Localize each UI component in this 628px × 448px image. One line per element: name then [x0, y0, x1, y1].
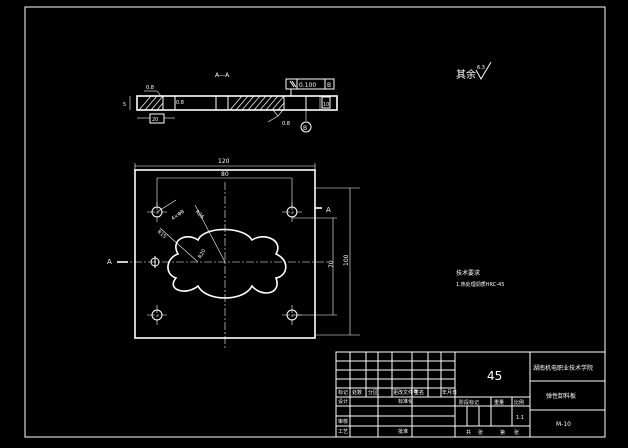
tb-review-label: 审核 — [338, 418, 348, 425]
central-opening — [167, 228, 287, 299]
section-hatch-right — [227, 95, 285, 111]
tb-stage-label: 阶段标记 — [459, 399, 479, 406]
tb-drawing-no: M-10 — [556, 421, 571, 428]
thickness-dim: 5 — [123, 102, 126, 108]
width-dim: 120 — [218, 158, 230, 165]
pin-hole-left — [150, 256, 160, 268]
rough-left: 0.8 — [146, 85, 154, 91]
height-dim: 100 — [343, 254, 350, 266]
drawing-border — [24, 6, 606, 438]
bolt-hole-br — [282, 305, 302, 325]
section-title: A—A — [215, 72, 230, 79]
tolerance-datum: B — [327, 82, 331, 89]
title-block: 标记 处数 分区 更改文件号 签名 年月日 设计 标准化 审核 工艺 批准 45… — [335, 351, 606, 438]
roughness-value: 6.3 — [477, 65, 485, 71]
roughness-label: 其余 — [456, 68, 476, 81]
section-height-dim: 10 — [323, 102, 329, 108]
tb-sheet-1: 张 — [478, 429, 483, 436]
hole-callout: 4×Φ8 — [170, 209, 185, 222]
section-view: A—A 0.8 5 — [123, 72, 338, 133]
tb-scale-label: 比例 — [514, 399, 524, 406]
general-roughness: 其余 6.3 — [456, 61, 492, 81]
inner-dim: 70 — [328, 260, 335, 268]
tb-sheet-3: 张 — [514, 429, 519, 436]
tb-approve-label: 批准 — [398, 428, 408, 435]
section-outline — [136, 95, 338, 111]
plan-view: 120 80 100 70 A A — [107, 158, 360, 348]
tb-design-label: 设计 — [338, 398, 348, 405]
tb-standard-label: 标准化 — [398, 398, 413, 405]
section-mark-left: A — [107, 258, 112, 266]
section-hatch-left — [136, 95, 164, 111]
tb-header-4: 签名 — [414, 389, 424, 396]
tb-header-1: 处数 — [352, 389, 362, 396]
hole-spacing-dim: 80 — [221, 171, 229, 178]
tb-material: 45 — [487, 369, 502, 383]
tolerance-frame: 0.100 B — [285, 78, 335, 96]
tb-header-5: 年月日 — [442, 389, 457, 396]
slot-dim: 20 — [152, 117, 158, 123]
tb-scale-value: 1:1 — [516, 415, 524, 421]
tb-weight-label: 重量 — [494, 399, 504, 406]
tolerance-value: 0.100 — [299, 82, 316, 89]
datum-b-label: B — [303, 125, 307, 132]
technical-notes: 技术要求 1.热处理调质HRC-45 — [456, 269, 504, 288]
tb-part-name: 弹性卸料板 — [546, 392, 576, 400]
notes-line1: 1.热处理调质HRC-45 — [456, 281, 504, 288]
notes-title: 技术要求 — [456, 269, 480, 277]
radius-callout-2: R15 — [156, 229, 167, 240]
tb-header-2: 分区 — [368, 389, 378, 396]
rough-inner: 0.8 — [176, 100, 184, 106]
radius-callout: R26 — [194, 209, 205, 220]
datum-b-circle — [300, 121, 312, 133]
bolt-hole-bl — [147, 305, 167, 325]
tb-header-0: 标记 — [338, 389, 348, 396]
tb-process-label: 工艺 — [338, 429, 348, 435]
tb-sheet-0: 共 — [466, 429, 471, 436]
tb-school: 湖南机电职业技术学院 — [533, 364, 593, 372]
section-mark-top: A — [326, 206, 331, 214]
bottom-rough: 0.8 — [282, 121, 290, 127]
tb-header-3: 更改文件号 — [393, 389, 418, 396]
radius-callout-3: R20 — [197, 248, 207, 260]
bolt-hole-tr — [282, 202, 302, 222]
tb-sheet-2: 第 — [500, 429, 505, 436]
